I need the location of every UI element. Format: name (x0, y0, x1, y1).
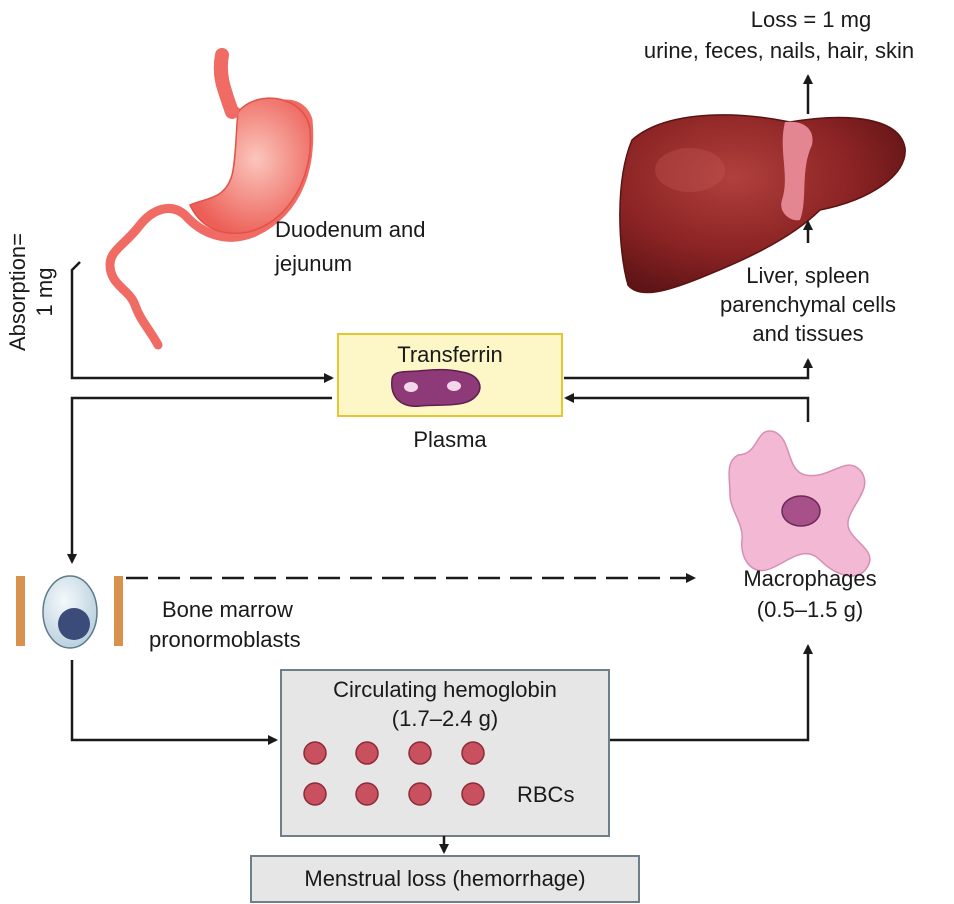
rbc-icon (408, 741, 432, 765)
bone-marrow-label: Bone marrow (162, 597, 293, 622)
plasma-to-marrow-arrow (67, 396, 332, 564)
marrow-to-hemoglobin-arrow (70, 660, 278, 745)
transferrin-molecule-icon (391, 368, 481, 407)
loss-label: Loss = 1 mg (750, 7, 872, 32)
pronormoblasts-label: pronormoblasts (149, 627, 301, 652)
rbc-group (303, 741, 485, 806)
hemoglobin-amount-label: (1.7–2.4 g) (391, 706, 499, 731)
absorption-arrow (70, 261, 334, 383)
liver-label-line2: parenchymal cells (719, 292, 897, 317)
menstrual-loss-box (250, 855, 640, 903)
rbc-icon (303, 782, 327, 806)
rbc-icon (461, 782, 485, 806)
plasma-label: Plasma (413, 427, 487, 452)
menstrual-loss-label: Menstrual loss (hemorrhage) (304, 866, 586, 891)
rbcs-label: RBCs (517, 782, 575, 807)
absorption-label-line2: 1 mg (32, 267, 57, 317)
marrow-bar-left (16, 576, 25, 646)
rbc-icon (355, 782, 379, 806)
liver-illustration (619, 114, 906, 294)
rbc-icon (461, 741, 485, 765)
rbc-icon (355, 741, 379, 765)
liver-label-line3: and tissues (752, 321, 864, 346)
hemoglobin-box (280, 669, 610, 837)
liver-label-line1: Liver, spleen (746, 263, 870, 288)
transferrin-label: Transferrin (397, 342, 503, 367)
macrophage-to-plasma-arrow (564, 393, 810, 422)
macrophage-illustration (728, 430, 871, 577)
rbc-icon (303, 741, 327, 765)
duodenum-label: Duodenum and (275, 217, 426, 242)
hemoglobin-label: Circulating hemoglobin (333, 677, 557, 702)
marrow-bar-right (114, 576, 123, 646)
stomach-illustration (105, 48, 314, 350)
jejunum-label: jejunum (275, 251, 353, 276)
absorption-label: Absorption= 1 mg (5, 212, 65, 372)
plasma-to-liver-arrow (564, 358, 813, 380)
absorption-label-line1: Absorption= (5, 232, 30, 352)
rbc-icon (408, 782, 432, 806)
macrophages-label: Macrophages (743, 566, 877, 591)
macrophages-amount-label: (0.5–1.5 g) (756, 597, 864, 622)
hemoglobin-to-macrophage-arrow (610, 644, 813, 742)
pronormoblast-cell-icon (42, 575, 98, 649)
loss-sources-label: urine, feces, nails, hair, skin (643, 38, 915, 63)
